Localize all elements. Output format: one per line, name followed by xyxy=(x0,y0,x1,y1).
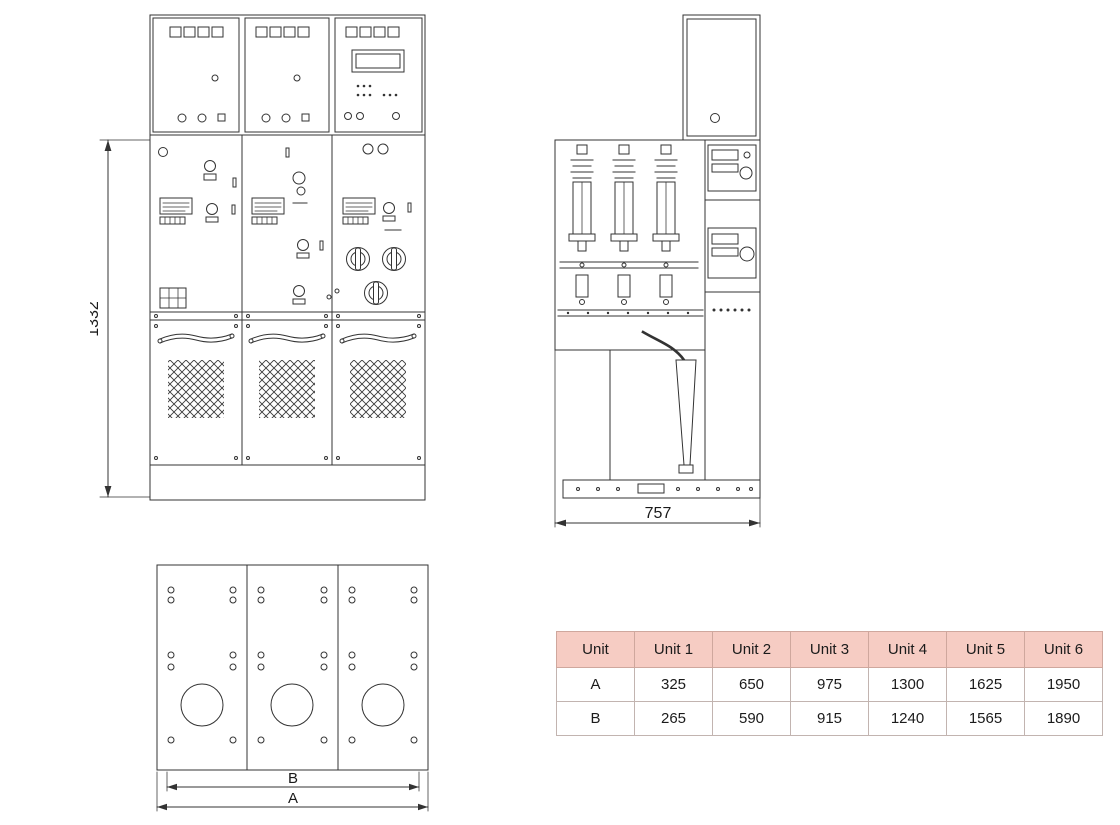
nameplate xyxy=(159,197,193,225)
mechanism xyxy=(707,227,757,279)
height-dimension xyxy=(99,139,155,498)
table-cell: 1950 xyxy=(1024,667,1103,702)
mechanism xyxy=(707,144,757,192)
panel-handle xyxy=(339,333,417,344)
table-header-cell: Unit 6 xyxy=(1024,631,1103,668)
ventilation-grille xyxy=(259,360,315,418)
display-panel xyxy=(351,49,405,73)
table-header-cell: Unit 1 xyxy=(634,631,713,668)
cabinet-base xyxy=(149,464,426,501)
side-view-drawing: 757 xyxy=(554,14,761,528)
dim-a-label: A xyxy=(288,790,298,807)
fixing-holes xyxy=(167,586,418,744)
table-cell: 1300 xyxy=(868,667,947,702)
operating-knob xyxy=(364,281,388,305)
table-header-cell: Unit 2 xyxy=(712,631,791,668)
bottom-view-drawing: B A xyxy=(156,564,429,812)
width-dimensions xyxy=(156,771,429,812)
table-cell: 915 xyxy=(790,701,869,736)
dimension-table: Unit Unit 1 Unit 2 Unit 3 Unit 4 Unit 5 … xyxy=(556,631,1103,736)
depth-dimension-label: 757 xyxy=(645,505,672,522)
cable-entry-holes xyxy=(180,683,405,727)
front-view-drawing: 1332 xyxy=(90,14,426,501)
table-header-cell: Unit xyxy=(556,631,635,668)
cable-compartment xyxy=(154,324,421,460)
interlock-box xyxy=(159,287,187,309)
row-label: A xyxy=(556,667,635,702)
operating-knob xyxy=(346,247,370,271)
operating-knob xyxy=(382,247,406,271)
bushing xyxy=(610,144,638,252)
table-cell: 265 xyxy=(634,701,713,736)
table-cell: 325 xyxy=(634,667,713,702)
table-header-cell: Unit 5 xyxy=(946,631,1025,668)
table-header-row: Unit Unit 1 Unit 2 Unit 3 Unit 4 Unit 5 … xyxy=(556,631,1103,668)
busbar xyxy=(557,261,704,317)
panel-handle xyxy=(248,333,326,344)
panel-handle xyxy=(157,333,235,344)
side-outline xyxy=(554,14,761,499)
nameplate xyxy=(342,197,376,225)
table-cell: 650 xyxy=(712,667,791,702)
dim-b-label: B xyxy=(288,770,298,787)
depth-dimension xyxy=(554,349,761,528)
row-label: B xyxy=(556,701,635,736)
table-cell: 975 xyxy=(790,667,869,702)
bottom-plate xyxy=(156,564,429,771)
nameplate xyxy=(251,197,285,225)
table-row-b: B 265 590 915 1240 1565 1890 xyxy=(556,701,1103,736)
table-cell: 1625 xyxy=(946,667,1025,702)
ventilation-grille xyxy=(350,360,406,418)
table-header-cell: Unit 3 xyxy=(790,631,869,668)
ventilation-grille xyxy=(168,360,224,418)
table-row-a: A 325 650 975 1300 1625 1950 xyxy=(556,667,1103,702)
base-frame xyxy=(576,483,753,494)
bushing xyxy=(568,144,596,252)
table-cell: 590 xyxy=(712,701,791,736)
table-cell: 1240 xyxy=(868,701,947,736)
table-header-cell: Unit 4 xyxy=(868,631,947,668)
cable-termination xyxy=(641,330,697,474)
bushing xyxy=(652,144,680,252)
table-cell: 1890 xyxy=(1024,701,1103,736)
low-voltage-compartment xyxy=(149,14,426,136)
height-dimension-label: 1332 xyxy=(90,301,102,337)
table-cell: 1565 xyxy=(946,701,1025,736)
